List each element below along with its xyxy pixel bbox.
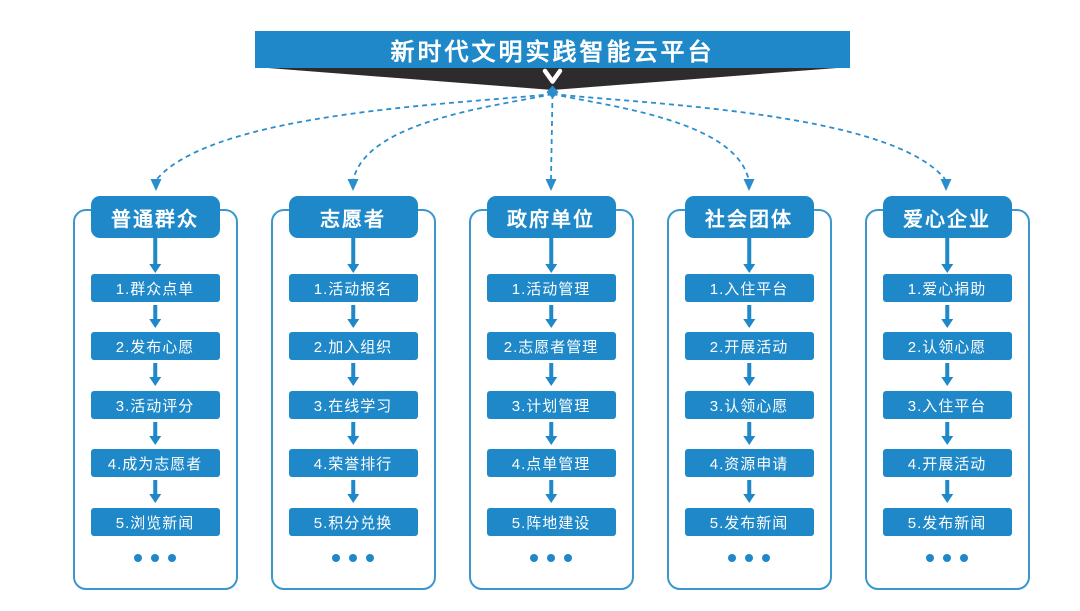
ellipsis-dot: [926, 554, 934, 562]
step-box-1-5: 5.浏览新闻: [90, 508, 220, 536]
step-box-3-5: 5.阵地建设: [486, 508, 616, 536]
column-header-4: 社会团体: [684, 196, 814, 238]
more-steps-ellipsis: [667, 554, 832, 562]
ellipsis-dot: [349, 554, 357, 562]
role-column-5: 爱心企业 1.爱心捐助 2.认领心愿 3.入住平台 4.开展活动 5.发布新闻: [864, 196, 1030, 590]
more-steps-ellipsis: [469, 554, 634, 562]
step-box-1-3: 3.活动评分: [90, 391, 220, 419]
step-box-3-1: 1.活动管理: [486, 274, 616, 302]
step-box-2-1: 1.活动报名: [288, 274, 418, 302]
platform-title: 新时代文明实践智能云平台: [390, 39, 715, 66]
down-arrow-icon: [549, 305, 553, 319]
ellipsis-dot: [530, 554, 538, 562]
step-box-4-4: 4.资源申请: [684, 449, 814, 477]
down-arrow-icon: [549, 238, 553, 264]
role-column-3: 政府单位 1.活动管理 2.志愿者管理 3.计划管理 4.点单管理 5.阵地建设: [468, 196, 634, 590]
ellipsis-dot: [762, 554, 770, 562]
down-arrow-icon: [153, 363, 157, 377]
step-box-1-1: 1.群众点单: [90, 274, 220, 302]
step-box-5-3: 3.入住平台: [882, 391, 1012, 419]
step-box-5-2: 2.认领心愿: [882, 332, 1012, 360]
connector-to-column-3: [550, 93, 554, 180]
step-box-4-5: 5.发布新闻: [684, 508, 814, 536]
down-arrow-icon: [351, 305, 355, 319]
down-arrow-icon: [549, 422, 553, 436]
role-column-1: 普通群众 1.群众点单 2.发布心愿 3.活动评分 4.成为志愿者 5.浏览新闻: [72, 196, 238, 590]
ellipsis-dot: [745, 554, 753, 562]
connector-to-column-1: [156, 93, 553, 180]
down-arrow-icon: [153, 422, 157, 436]
more-steps-ellipsis: [865, 554, 1030, 562]
ellipsis-dot: [151, 554, 159, 562]
down-arrow-icon: [945, 422, 949, 436]
connector-arrowhead-1: [150, 179, 162, 191]
step-box-4-1: 1.入住平台: [684, 274, 814, 302]
ellipsis-dot: [547, 554, 555, 562]
down-arrow-icon: [945, 480, 949, 494]
role-column-4: 社会团体 1.入住平台 2.开展活动 3.认领心愿 4.资源申请 5.发布新闻: [666, 196, 832, 590]
ellipsis-dot: [332, 554, 340, 562]
connector-arrowhead-2: [347, 179, 359, 191]
down-arrow-icon: [351, 238, 355, 264]
role-column-2: 志愿者 1.活动报名 2.加入组织 3.在线学习 4.荣誉排行 5.积分兑换: [270, 196, 436, 590]
down-arrow-icon: [747, 238, 751, 264]
step-box-3-2: 2.志愿者管理: [486, 332, 616, 360]
ellipsis-dot: [366, 554, 374, 562]
down-arrow-icon: [153, 480, 157, 494]
column-header-5: 爱心企业: [882, 196, 1012, 238]
step-box-3-4: 4.点单管理: [486, 449, 616, 477]
down-arrow-icon: [153, 305, 157, 319]
step-box-5-5: 5.发布新闻: [882, 508, 1012, 536]
down-arrow-icon: [549, 363, 553, 377]
connector-to-column-2: [352, 93, 553, 180]
step-box-2-4: 4.荣誉排行: [288, 449, 418, 477]
down-arrow-icon: [549, 480, 553, 494]
more-steps-ellipsis: [73, 554, 238, 562]
column-header-2: 志愿者: [288, 196, 418, 238]
down-arrow-icon: [351, 480, 355, 494]
ellipsis-dot: [960, 554, 968, 562]
down-arrow-icon: [351, 363, 355, 377]
step-box-3-3: 3.计划管理: [486, 391, 616, 419]
down-arrow-icon: [153, 238, 157, 264]
down-arrow-icon: [747, 422, 751, 436]
platform-title-banner: 新时代文明实践智能云平台: [255, 31, 850, 68]
step-box-5-4: 4.开展活动: [882, 449, 1012, 477]
connector-arrowhead-5: [940, 179, 952, 191]
step-box-2-3: 3.在线学习: [288, 391, 418, 419]
down-arrow-icon: [747, 363, 751, 377]
column-header-3: 政府单位: [486, 196, 616, 238]
down-arrow-icon: [747, 305, 751, 319]
down-arrow-icon: [945, 305, 949, 319]
step-box-1-2: 2.发布心愿: [90, 332, 220, 360]
connector-arrowhead-3: [545, 179, 557, 191]
down-arrow-icon: [945, 238, 949, 264]
step-box-4-3: 3.认领心愿: [684, 391, 814, 419]
ellipsis-dot: [943, 554, 951, 562]
hub-node: [546, 85, 559, 99]
more-steps-ellipsis: [271, 554, 436, 562]
ribbon-fold-shape: [255, 67, 850, 90]
ellipsis-dot: [134, 554, 142, 562]
down-arrow-icon: [945, 363, 949, 377]
step-box-2-2: 2.加入组织: [288, 332, 418, 360]
step-box-5-1: 1.爱心捐助: [882, 274, 1012, 302]
ellipsis-dot: [728, 554, 736, 562]
step-box-4-2: 2.开展活动: [684, 332, 814, 360]
down-arrow-icon: [351, 422, 355, 436]
connector-arrowhead-4: [743, 179, 755, 191]
ellipsis-dot: [564, 554, 572, 562]
connector-to-column-5: [552, 93, 946, 180]
down-arrow-icon: [747, 480, 751, 494]
step-box-1-4: 4.成为志愿者: [90, 449, 220, 477]
step-box-2-5: 5.积分兑换: [288, 508, 418, 536]
banner-down-arrow-icon: [542, 68, 563, 84]
connector-to-column-4: [552, 93, 750, 180]
column-header-1: 普通群众: [90, 196, 220, 238]
ellipsis-dot: [168, 554, 176, 562]
